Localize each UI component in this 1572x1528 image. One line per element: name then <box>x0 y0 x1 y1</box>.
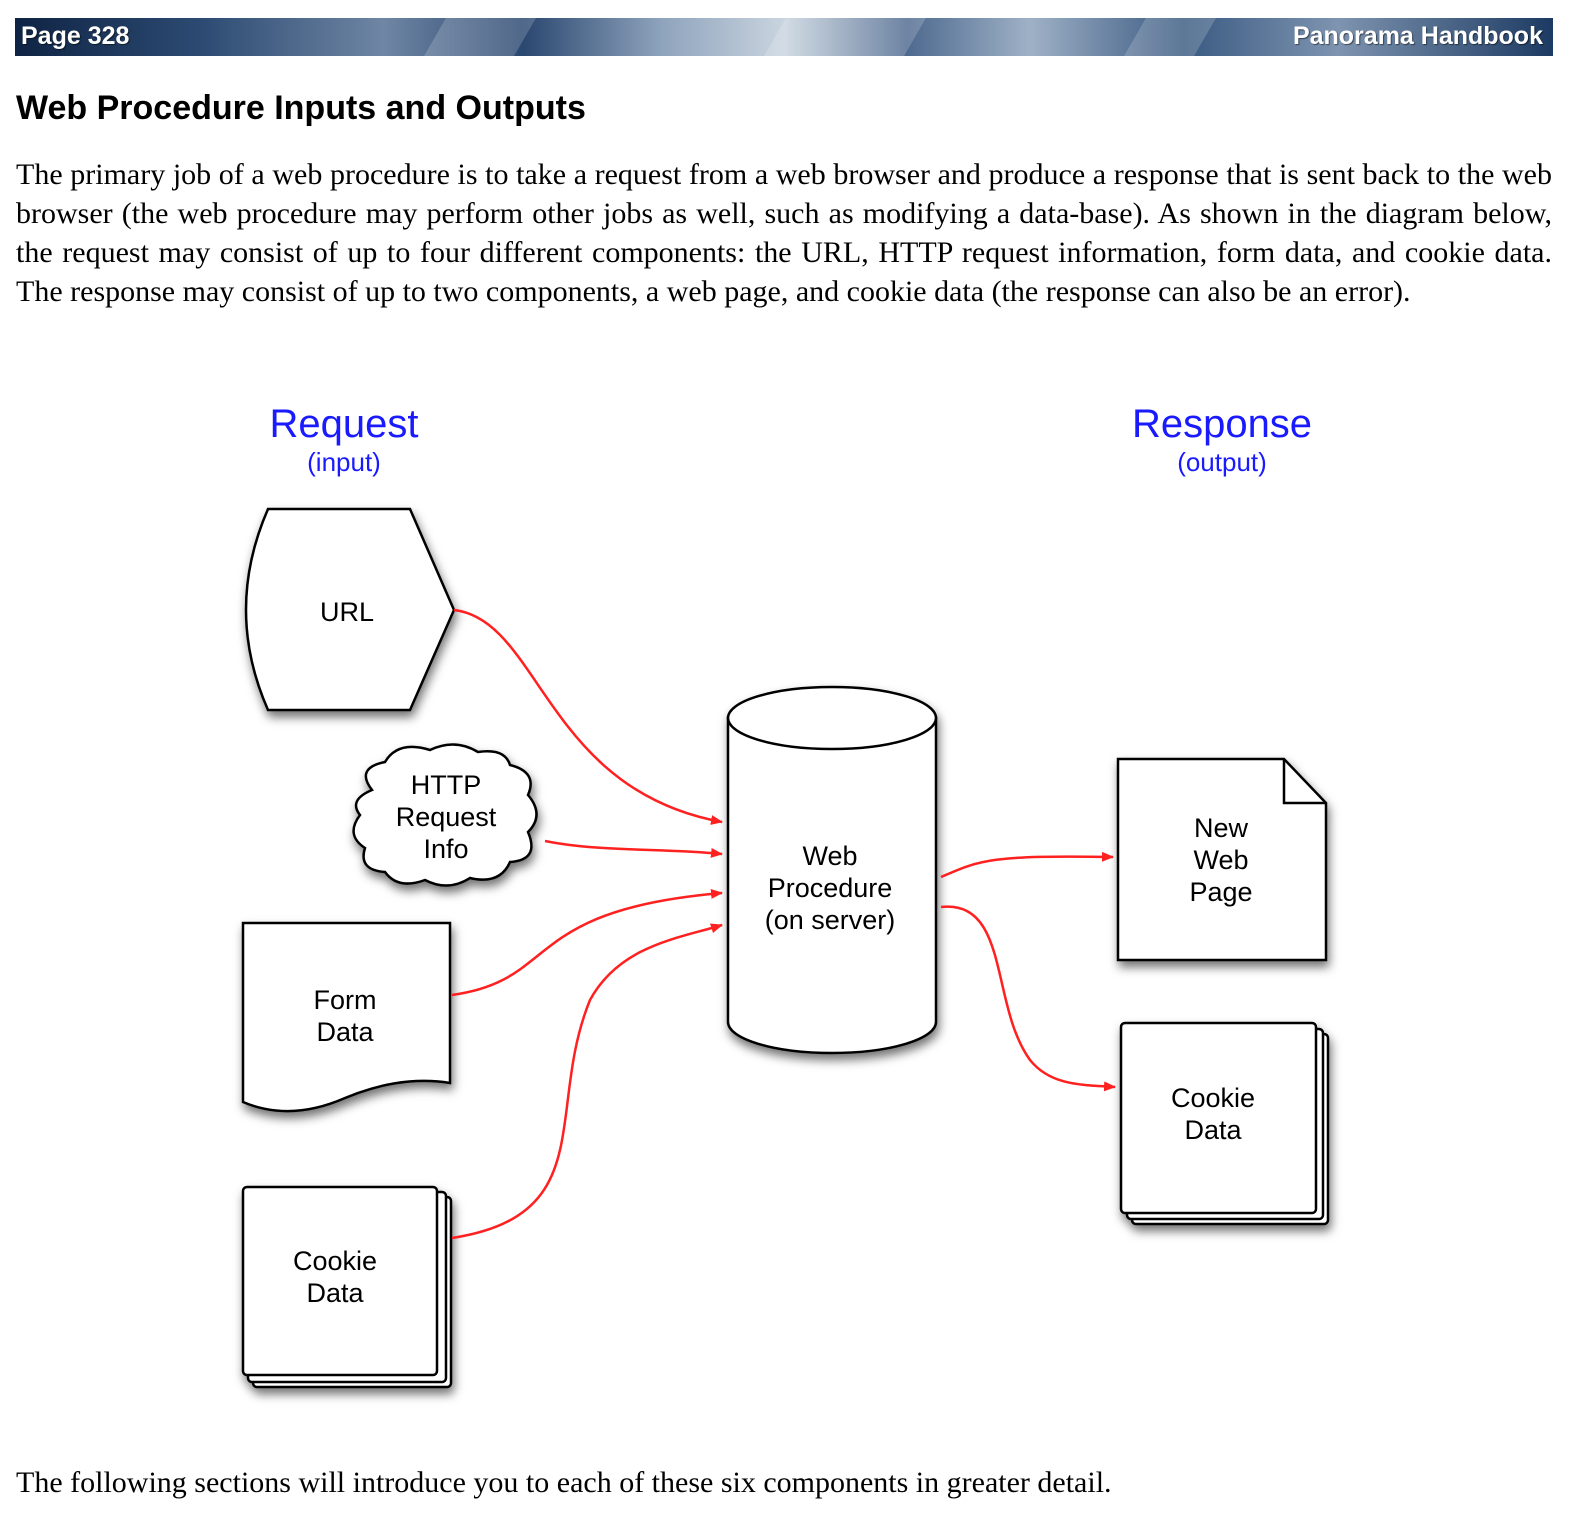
cookie-input-stack <box>241 1185 453 1389</box>
page-header-bar: Page 328 Panorama Handbook <box>15 18 1553 56</box>
form-data-shape <box>241 921 452 1113</box>
web-procedure-cylinder <box>726 685 938 1055</box>
response-title: Response <box>1132 402 1312 446</box>
url-shape <box>244 507 456 712</box>
arrow-cookie-to-procedure <box>451 923 723 1240</box>
arrow-procedure-to-cookie-output <box>940 905 1116 1092</box>
request-title: Request <box>270 402 419 446</box>
url-label: URL <box>320 597 374 627</box>
cookie-output-stack <box>1119 1021 1330 1226</box>
response-subtitle: (output) <box>1177 447 1267 477</box>
arrow-url-to-procedure <box>453 608 723 825</box>
http-label-line3: Info <box>423 834 468 864</box>
web-page-label-line1: New <box>1194 813 1249 843</box>
procedure-label-line2: Procedure <box>768 873 893 903</box>
section-heading: Web Procedure Inputs and Outputs <box>16 89 586 127</box>
http-label-line2: Request <box>396 802 497 832</box>
new-web-page-shape <box>1116 757 1328 962</box>
procedure-label-line1: Web <box>802 841 857 871</box>
procedure-label-line3: (on server) <box>765 905 896 935</box>
intro-paragraph: The primary job of a web procedure is to… <box>16 158 1552 308</box>
book-title: Panorama Handbook <box>1292 22 1543 50</box>
request-response-diagram: Request (input) Response (output) URL HT… <box>241 402 1330 1389</box>
http-label-line1: HTTP <box>411 770 482 800</box>
cookie-output-label-line2: Data <box>1184 1115 1242 1145</box>
arrow-http-to-procedure <box>544 839 723 858</box>
form-label-line1: Form <box>314 985 377 1015</box>
cookie-input-label-line1: Cookie <box>293 1246 377 1276</box>
request-subtitle: (input) <box>307 447 381 477</box>
cookie-input-label-line2: Data <box>306 1278 364 1308</box>
web-page-label-line3: Page <box>1189 877 1252 907</box>
arrow-form-to-procedure <box>451 888 723 997</box>
cookie-output-label-line1: Cookie <box>1171 1083 1255 1113</box>
form-label-line2: Data <box>316 1017 374 1047</box>
page-number: Page 328 <box>21 22 130 50</box>
page-corner-fold <box>1282 759 1326 805</box>
closing-paragraph: The following sections will introduce yo… <box>16 1466 1112 1499</box>
arrow-procedure-to-web-page <box>940 851 1114 879</box>
http-cloud-shape <box>352 743 538 887</box>
web-page-label-line2: Web <box>1193 845 1248 875</box>
